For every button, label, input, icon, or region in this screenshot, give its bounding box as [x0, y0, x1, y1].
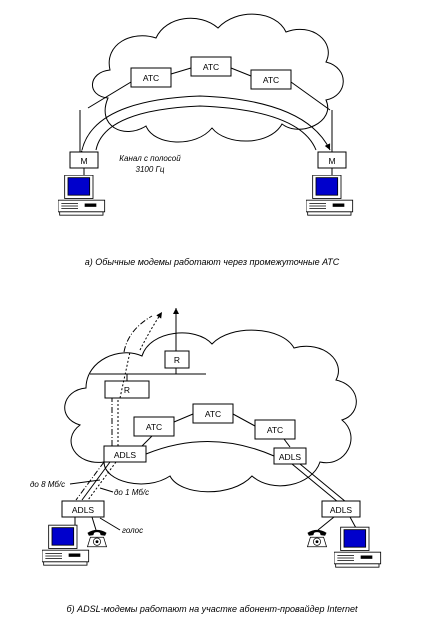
ats-box — [130, 67, 172, 88]
adsl-label: ADLS — [114, 450, 137, 460]
speed-down-label: до 8 Мб/с — [30, 480, 65, 489]
adsl-label: ADLS — [279, 452, 302, 462]
channel-label-line2: 3100 Гц — [136, 165, 165, 174]
telephone-icon — [87, 529, 107, 548]
ats-label: АТС — [267, 425, 283, 435]
adsl-label: ADLS — [72, 505, 95, 515]
network-cloud-a — [92, 13, 344, 143]
ats-label: АТС — [146, 422, 162, 432]
caption-a: а) Обычные модемы работают через промежу… — [85, 257, 340, 267]
channel-arc — [77, 95, 331, 157]
modem-label: М — [80, 156, 87, 166]
ats-box — [254, 419, 296, 440]
computer-icon — [58, 175, 106, 216]
adsl-user-left — [61, 500, 105, 518]
router-label: R — [124, 385, 130, 395]
diagram-b: R R АТС АТС АТС ADLS ADLS ADLS ADLS — [30, 308, 382, 614]
ats-box — [190, 56, 232, 77]
caption-b: б) ADSL-модемы работают на участке абоне… — [67, 604, 358, 614]
router-top — [164, 350, 190, 369]
ats-box — [133, 416, 175, 437]
ats-label: АТС — [203, 62, 219, 72]
adsl-user-right — [321, 500, 361, 518]
speed-up-label: до 1 Мб/с — [114, 488, 149, 497]
adsl-label: ADLS — [330, 505, 353, 515]
ats-box — [250, 69, 292, 90]
computer-icon — [306, 175, 354, 216]
computer-icon — [42, 524, 90, 566]
router-label: R — [174, 355, 180, 365]
modem-label: М — [328, 156, 335, 166]
ats-label: АТС — [143, 73, 159, 83]
ats-label: АТС — [263, 75, 279, 85]
ats-box — [192, 403, 234, 424]
computer-icon — [334, 526, 382, 568]
diagram-a: АТС АТС АТС М М Канал с полосой 3100 Гц … — [58, 13, 354, 267]
ats-label: АТС — [205, 409, 221, 419]
telephone-icon — [307, 529, 327, 548]
voice-label: голос — [122, 526, 143, 535]
channel-label-line1: Канал с полосой — [119, 154, 181, 163]
